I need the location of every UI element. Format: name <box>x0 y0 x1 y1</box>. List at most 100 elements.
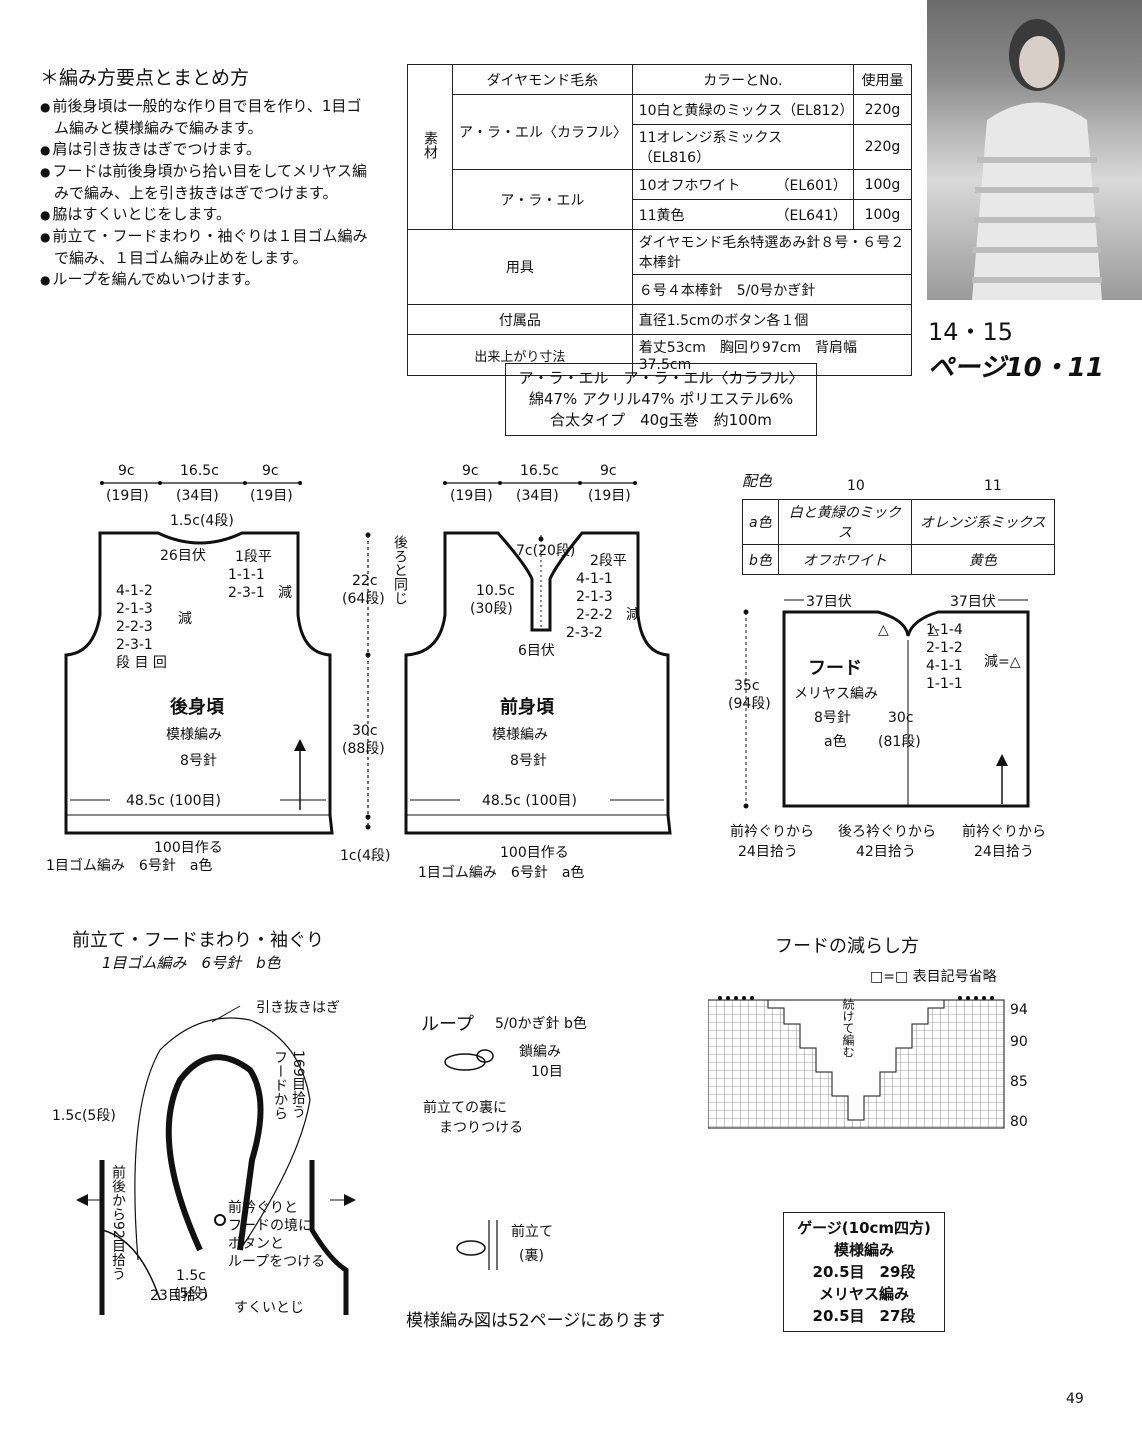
note-item: ループを編んでぬいつけます。 <box>40 269 375 291</box>
note-item: フードは前後身頃から拾い目をしてメリヤス編みで編み、上を引き抜きはぎでつけます。 <box>40 161 375 204</box>
hood-dec3: 4-1-1 <box>926 658 963 674</box>
header-qty: 使用量 <box>852 64 913 95</box>
front-body-title: 前身頃 <box>500 696 555 718</box>
back-body-pattern: 模様編み <box>166 727 222 743</box>
color-a-label: a色 <box>742 499 779 545</box>
loop-chain: 鎖編み <box>519 1044 561 1060</box>
page-reference: 14・15 ページ10・11 <box>928 312 1104 384</box>
body-rows: (88段) <box>342 741 385 757</box>
hood-height: 35c <box>734 678 760 694</box>
front-neck-dec: 減 <box>626 606 640 623</box>
gauge-pattern: 模様編み <box>833 1241 894 1259</box>
front-body-diagram: 9c (19目) 16.5c (34目) 9c (19目) 7c(20段) 2段… <box>404 463 672 881</box>
hood-pick-back-count: 42目拾う <box>856 844 916 860</box>
materials-table: 素材 ダイヤモンド毛糸 カラーとNo. 使用量 ア・ラ・エル〈カラフル〉 10白… <box>407 64 913 376</box>
tools-label: 用具 <box>407 229 633 305</box>
gauge-box: ゲージ(10cm四方) 模様編み 20.5目 29段 メリヤス編み 20.5目 … <box>783 1212 945 1332</box>
back-dim-right: 9c <box>262 463 279 479</box>
color-table: a色 白と黄緑のミックス オレンジ系ミックス b色 オフホワイト 黄色 <box>742 499 1055 575</box>
back-arm-dec3: 2-2-3 <box>116 619 153 635</box>
back-neck-dec: 減 <box>278 584 292 601</box>
yarn1-color1: 10白と黄緑のミックス（EL812） <box>631 94 854 125</box>
yarn-info-line3: 合太タイプ 40g玉巻 約100m <box>550 411 772 429</box>
loop-hook: 5/0かぎ針 b色 <box>495 1015 587 1032</box>
color-col-11: 11 <box>984 478 1002 494</box>
materials-side-label: 素材 <box>407 64 453 230</box>
decrease-row-85: 85 <box>1010 1074 1028 1090</box>
loop-attach1: 前立ての裏に <box>423 1099 507 1116</box>
yarn1-qty2: 220g <box>852 124 913 170</box>
back-arm-legend: 段 目 回 <box>116 655 167 671</box>
yarn2-qty2: 100g <box>852 199 913 230</box>
edge-hood-from: フードから <box>272 1050 288 1120</box>
front-slit-rows: (30段) <box>470 601 513 617</box>
gauge-title: ゲージ(10cm四方) <box>797 1219 931 1237</box>
hood-pick-right: 前衿ぐりから <box>962 823 1046 840</box>
edge-subtitle: 1目ゴム編み 6号針 b色 <box>102 954 281 972</box>
armhole-rows: (64段) <box>342 591 385 607</box>
edge-side-seam: すくいとじ <box>234 1300 304 1316</box>
front-neck-row1: 4-1-1 <box>576 571 613 587</box>
edge-hood-pick: 169目拾う <box>290 1050 306 1119</box>
hood-pattern: メリヤス編み <box>794 686 878 702</box>
front-slit-bindoff: 6目伏 <box>518 643 555 659</box>
back-neck-bindoff: 26目伏 <box>160 548 206 564</box>
header-color: カラーとNo. <box>631 64 854 95</box>
hood-title: フード <box>808 658 862 679</box>
decrease-row-80: 80 <box>1010 1114 1028 1130</box>
back-cast-on: 100目作る <box>154 840 223 856</box>
decrease-continue: 続けて編む <box>841 998 855 1058</box>
front-cast-on: 100目作る <box>500 845 569 861</box>
back-arm-dec2: 2-1-3 <box>116 601 153 617</box>
back-body-diagram: 9c (19目) 16.5c (34目) 9c (19目) 1.5c(4段) 2… <box>46 463 334 874</box>
hood-color: a色 <box>824 733 847 750</box>
yarn-info-line1: ア・ラ・エル ア・ラ・エル〈カラフル〉 <box>518 369 804 387</box>
back-dim-center: 16.5c <box>180 463 219 479</box>
color-table-title: 配色 <box>742 472 773 490</box>
edge-side-height: 1.5c(5段) <box>52 1108 116 1124</box>
hood-triangle-right: △ <box>928 622 939 638</box>
yarn1-name: ア・ラ・エル〈カラフル〉 <box>452 94 633 170</box>
front-dim-right-stitch: (19目) <box>588 488 631 504</box>
hood-triangle-left: △ <box>878 622 889 638</box>
hood-pick-right-count: 24目拾う <box>974 844 1034 860</box>
hood-bindoff-right: 37目伏 <box>950 594 996 610</box>
gauge-pattern-values: 20.5目 29段 <box>812 1263 916 1281</box>
color-a-10: 白と黄緑のミックス <box>777 499 912 545</box>
back-arm-dec1: 4-1-2 <box>116 583 153 599</box>
hood-needle: 8号針 <box>814 710 851 726</box>
loop-front-label: 前立て <box>511 1223 553 1240</box>
header-yarn: ダイヤモンド毛糸 <box>452 64 633 95</box>
decrease-legend: □=□ 表目記号省略 <box>870 969 997 985</box>
color-table-section: 配色 10 11 a色 白と黄緑のミックス オレンジ系ミックス b色 オフホワイ… <box>742 470 1055 575</box>
front-dim-left-stitch: (19目) <box>450 488 493 504</box>
yarn1-qty1: 220g <box>852 94 913 125</box>
height-dimensions: 22c (64段) 30c (88段) 1c(4段) 後ろと同じ <box>340 532 408 864</box>
front-dim-left: 9c <box>462 463 479 479</box>
model-photo-illustration <box>972 19 1102 300</box>
pattern-note: 模様編み図は52ページにあります <box>406 1311 666 1331</box>
note-item: 前後身頃は一般的な作り目で目を作り、1目ゴム編みと模様編みで編みます。 <box>40 96 375 139</box>
edge-join-label: 引き抜きはぎ <box>256 1000 340 1016</box>
ribbing-height: 1c(4段) <box>340 848 390 864</box>
hood-dec-mark: 減=△ <box>984 653 1021 670</box>
yarn-info-box: ア・ラ・エル ア・ラ・エル〈カラフル〉 綿47% アクリル47% ポリエステル6… <box>505 363 817 436</box>
loop-chain-count: 10目 <box>531 1064 563 1080</box>
decrease-chart: 続けて編む 94 90 85 80 <box>708 996 1028 1130</box>
edge-section-title: 前立て・フードまわり・袖ぐり 1目ゴム編み 6号針 b色 <box>72 926 324 973</box>
back-body-title: 後身頃 <box>170 696 225 718</box>
front-slit-length: 10.5c <box>476 583 515 599</box>
front-body-needle: 8号針 <box>510 753 547 769</box>
notes-title: ＊編み方要点とまとめ方 <box>40 67 250 89</box>
yarn2-color1: 10オフホワイト （EL601） <box>631 169 854 200</box>
front-neck-row2: 2-1-3 <box>576 589 613 605</box>
note-item: 肩は引き抜きはぎでつけます。 <box>40 139 375 161</box>
page-number: 49 <box>1066 1391 1084 1407</box>
edge-diagram: 引き抜きはぎ フードから 169目拾う 1.5c(5段) 前後から92目拾う 2… <box>52 1000 356 1316</box>
edge-button-note4: ループをつける <box>228 1254 325 1270</box>
hood-rows: (94段) <box>728 696 771 712</box>
armhole-height: 22c <box>352 573 378 589</box>
back-neck-row1: 1段平 <box>235 549 272 565</box>
back-body-needle: 8号針 <box>180 753 217 769</box>
yarn2-color2: 11黄色 （EL641） <box>631 199 854 230</box>
